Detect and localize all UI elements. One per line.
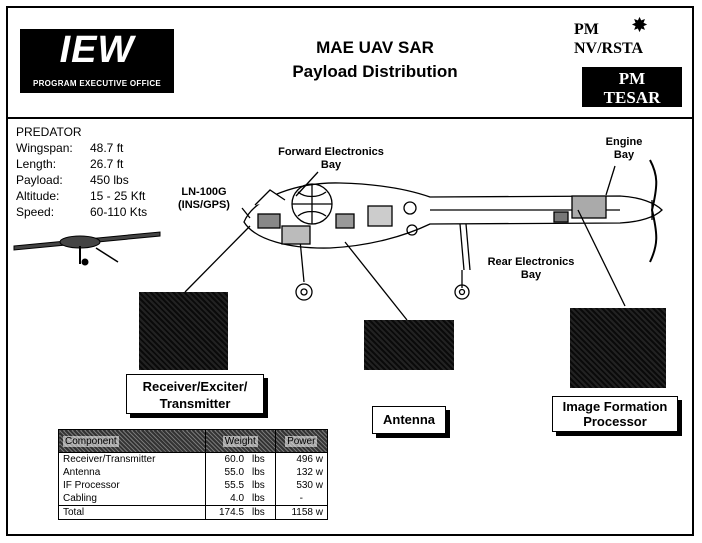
ifp-label-line1: Image Formation [562, 399, 668, 414]
spec-row: Payload: 450 lbs [16, 172, 147, 188]
cell-unit: lbs [248, 505, 276, 520]
forward-bay-label-line1: Forward Electronics [278, 146, 384, 158]
antenna-label-text: Antenna [383, 412, 435, 427]
iew-logo-subtitle: PROGRAM EXECUTIVE OFFICE [32, 79, 162, 88]
ln100g-label-line1: LN-100G [181, 186, 227, 198]
col-header-power: Power [274, 429, 329, 453]
engine-bay-label-line2: Bay [613, 149, 635, 161]
pm-logo-line-2: NV/RSTA [574, 40, 644, 57]
cell-component: Antenna [58, 466, 206, 479]
title-line-2: Payload Distribution [292, 62, 458, 81]
col-header-component: Component [58, 429, 206, 453]
spec-value: 450 lbs [90, 173, 129, 187]
cell-power: 530 w [274, 479, 329, 492]
spec-key: Wingspan: [16, 141, 73, 155]
engine-bay-label-line1: Engine [605, 136, 643, 148]
cell-component: Total [58, 505, 206, 520]
antenna-photo [364, 320, 454, 370]
cell-unit: lbs [248, 466, 276, 479]
page-title: MAE UAV SAR Payload Distribution [250, 36, 500, 84]
ln100g-label-line2: (INS/GPS) [178, 199, 230, 211]
page-frame [6, 6, 694, 536]
image-formation-processor-label: Image Formation Processor [552, 396, 678, 432]
pm-nvrsta-logo: ✸ PM NV/RSTA [568, 16, 682, 66]
table-row: Cabling 4.0 lbs - [58, 492, 329, 506]
pm-tesar-line-1: PM [618, 69, 646, 88]
spec-key: Payload: [16, 173, 63, 187]
table-row: IF Processor 55.5 lbs 530 w [58, 479, 329, 492]
table-total-row: Total 174.5 lbs 1158 w [58, 505, 329, 520]
pm-tesar-line-2: TESAR [603, 88, 661, 107]
cell-weight: 60.0 [205, 452, 249, 466]
table-row: Receiver/Transmitter 60.0 lbs 496 w [58, 452, 329, 466]
cell-component: Cabling [58, 492, 206, 506]
cell-power: 496 w [274, 452, 329, 466]
starburst-icon: ✸ [632, 15, 648, 35]
rear-bay-label: Rear Electronics Bay [478, 256, 584, 282]
cell-weight: 55.0 [205, 466, 249, 479]
predator-specs: PREDATOR Wingspan: 48.7 ft Length: 26.7 ft… [16, 124, 147, 220]
cell-weight: 4.0 [205, 492, 249, 506]
rear-bay-label-line1: Rear Electronics [487, 256, 575, 268]
col-header-text: Weight [222, 435, 258, 447]
col-header-text: Component [63, 435, 119, 447]
table-header-row: Component Weight Power [58, 429, 329, 453]
iew-logo: IEW PROGRAM EXECUTIVE OFFICE [20, 29, 174, 93]
spec-row: Altitude: 15 - 25 Kft [16, 188, 147, 204]
spec-key: Altitude: [16, 189, 60, 203]
spec-value: 26.7 ft [90, 157, 124, 171]
image-formation-processor-photo [570, 308, 666, 388]
title-line-1: MAE UAV SAR [316, 38, 434, 57]
receiver-exciter-label: Receiver/Exciter/ Transmitter [126, 374, 264, 414]
col-header-weight: Weight [205, 429, 276, 453]
cell-unit: lbs [248, 479, 276, 492]
antenna-label: Antenna [372, 406, 446, 434]
spec-value: 15 - 25 Kft [90, 189, 146, 203]
predator-thumbnail [13, 231, 161, 266]
payload-table: Component Weight Power Receiver/Transmit… [58, 429, 329, 520]
spec-value: 48.7 ft [90, 141, 124, 155]
cell-weight: 174.5 [205, 505, 249, 520]
ifp-label-line2: Processor [583, 414, 647, 429]
header-divider [6, 117, 694, 119]
cell-power: 132 w [274, 466, 329, 479]
cell-component: Receiver/Transmitter [58, 452, 206, 466]
col-header-text: Power [285, 435, 318, 447]
cell-component: IF Processor [58, 479, 206, 492]
forward-bay-label: Forward Electronics Bay [268, 146, 394, 172]
cell-power: - [274, 492, 329, 506]
rx-label-line2: Transmitter [159, 396, 231, 411]
forward-bay-label-line2: Bay [320, 159, 342, 171]
rear-bay-label-line2: Bay [520, 269, 542, 281]
spec-row: Speed: 60-110 Kts [16, 204, 147, 220]
iew-logo-text: IEW [59, 29, 135, 71]
rx-label-line1: Receiver/Exciter/ [142, 379, 248, 394]
receiver-exciter-photo [139, 292, 228, 370]
cell-power: 1158 w [274, 505, 329, 520]
ln100g-label: LN-100G (INS/GPS) [166, 186, 242, 212]
aircraft-cutaway [243, 159, 663, 301]
cell-unit: lbs [248, 452, 276, 466]
table-row: Antenna 55.0 lbs 132 w [58, 466, 329, 479]
specs-name: PREDATOR [16, 125, 82, 139]
cell-unit: lbs [248, 492, 276, 506]
engine-bay-label: Engine Bay [596, 136, 652, 162]
pm-logo-line-1: PM [574, 21, 599, 38]
spec-row: Length: 26.7 ft [16, 156, 147, 172]
spec-key: Length: [16, 157, 57, 171]
pm-tesar-logo: PM TESAR [582, 67, 682, 107]
spec-value: 60-110 Kts [90, 205, 148, 219]
cell-weight: 55.5 [205, 479, 249, 492]
leader-lines [184, 165, 626, 321]
spec-key: Speed: [16, 205, 55, 219]
spec-row: Wingspan: 48.7 ft [16, 140, 147, 156]
